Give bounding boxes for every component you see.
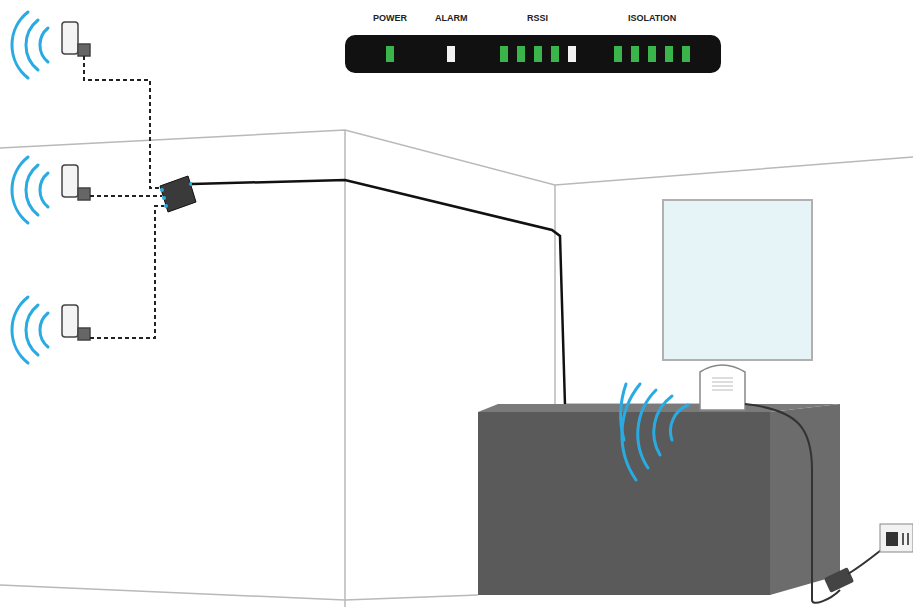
antenna-cables [84, 56, 164, 338]
power-supply [745, 404, 913, 603]
indicator-label: ALARM [435, 13, 468, 24]
led-panel [345, 35, 721, 73]
booster-signal [621, 384, 688, 480]
antenna-signal [12, 12, 48, 363]
room-walls [0, 130, 913, 607]
window [663, 200, 812, 360]
booster [700, 365, 745, 410]
cabinet [478, 404, 840, 595]
indicator-label: POWER [373, 13, 407, 24]
splitter [160, 176, 196, 212]
main-cable [192, 180, 700, 405]
indicator-label: ISOLATION [628, 13, 676, 24]
antennas [62, 22, 90, 340]
indicator-label: RSSI [527, 13, 548, 24]
